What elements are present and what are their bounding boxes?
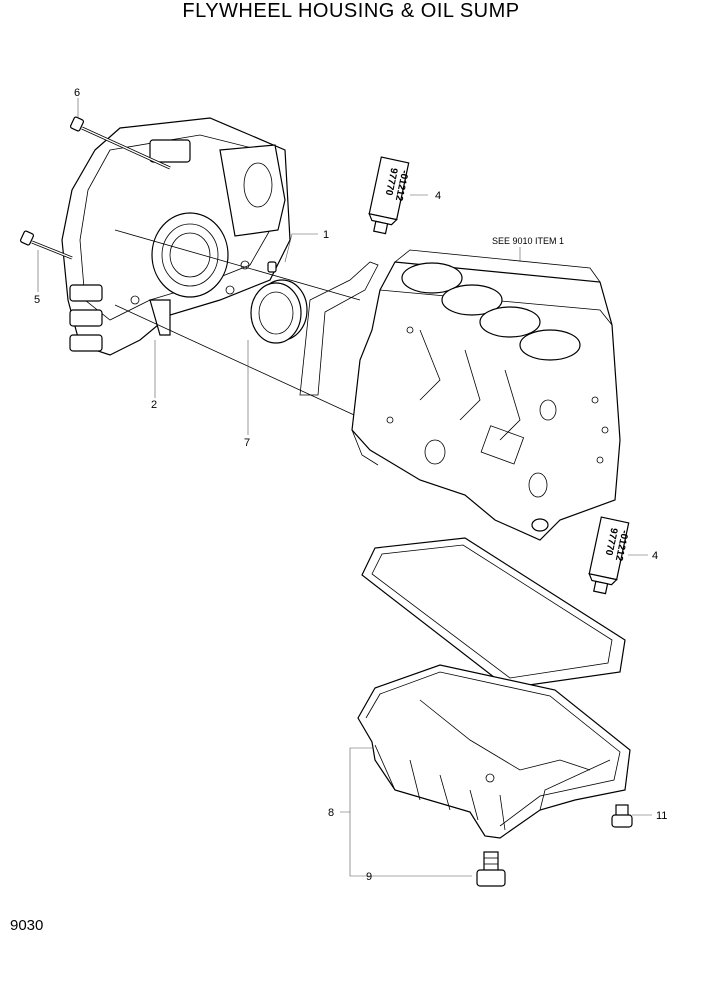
oil-sump[interactable] (357, 664, 631, 839)
oil-pan-gasket (361, 537, 626, 689)
callout-4-right: 4 (652, 550, 658, 562)
oil-seal[interactable] (250, 279, 308, 344)
callout-11: 11 (656, 810, 667, 822)
page-number: 9030 (10, 917, 44, 934)
sealant-tube-top[interactable]: 97770 -01212 (366, 156, 412, 236)
sealant-tube-right[interactable]: 97770 -01212 (586, 516, 632, 596)
callout-7: 7 (244, 437, 250, 449)
cylinder-block (351, 249, 621, 541)
rear-gasket (299, 261, 379, 396)
callout-8: 8 (328, 807, 334, 819)
callout-6: 6 (74, 87, 80, 99)
plug-11[interactable] (611, 804, 633, 828)
callout-5: 5 (34, 294, 40, 306)
reference-note: SEE 9010 ITEM 1 (492, 236, 564, 246)
callout-2: 2 (151, 399, 157, 411)
callout-1: 1 (323, 229, 329, 241)
flywheel-housing[interactable] (61, 117, 291, 356)
drain-plug[interactable] (476, 851, 506, 887)
bolt-5[interactable] (19, 230, 73, 260)
dowel-pin[interactable] (267, 261, 277, 273)
page-title: FLYWHEEL HOUSING & OIL SUMP (182, 0, 520, 22)
callout-4-top: 4 (435, 190, 441, 202)
callout-9: 9 (366, 871, 372, 883)
bolt-6[interactable] (69, 116, 171, 170)
